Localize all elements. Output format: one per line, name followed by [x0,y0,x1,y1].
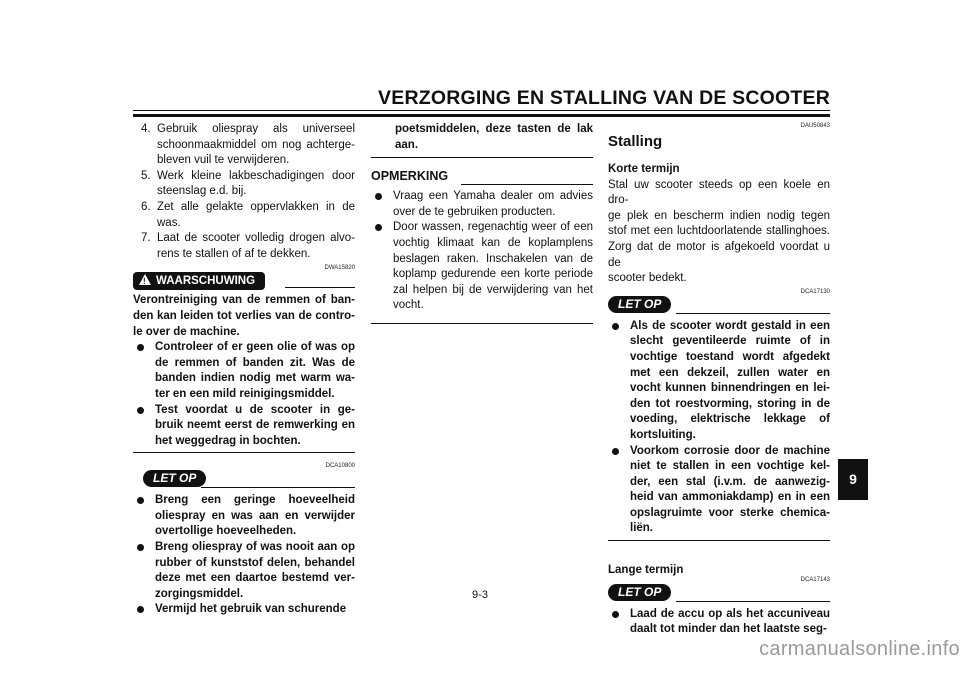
step-6: 6. Zet alle gelakte oppervlakken in de w… [141,200,355,229]
note-header: OPMERKING [371,169,593,187]
warning-header: WAARSCHUWING [133,272,355,291]
bullet-icon [137,497,144,505]
caution-bullet-2: Breng oliespray of was nooit aan op rubb… [133,540,355,602]
long-term-bullet-1: Laad de accu op als het accuniveau daalt… [608,607,830,638]
page-title: VERZORGING EN STALLING VAN DE SCOOTER [378,87,830,109]
bullet-icon [612,447,619,455]
warning-code: DWA15820 [324,265,355,272]
bullet-icon [137,406,144,414]
page-number: 9-3 [472,589,488,601]
short-term-text: Stal uw scooter steeds op een koele en d… [608,178,830,285]
caution1-end-rule [608,540,830,542]
bullet-icon [137,544,144,552]
caution-continued: poetsmiddelen, deze tasten de lak aan. [395,123,593,151]
step-5: 5. Werk kleine lakbeschadigingen door st… [141,169,355,198]
note-bullet-1: Vraag een Yamaha dealer om advies over d… [371,189,593,220]
caution-bullet-3: Vermijd het gebruik van schurende [133,602,355,618]
bullet-icon [612,610,619,618]
caution-code: DCA10800 [325,463,355,470]
warning-bullet-2: Test voordat u de scooter in ge- bruik n… [133,403,355,450]
caution-header-rule [201,487,355,489]
title-rule [133,110,830,111]
warning-end-rule [133,452,355,454]
note-bullet-2: Door wassen, regenachtig weer of een voc… [371,220,593,314]
warning-header-rule [285,287,355,289]
title-rule-thick [133,114,830,117]
caution1-badge: LET OP [608,295,672,313]
warning-intro: Verontreiniging van de remmen of ban- de… [133,294,355,338]
section-code: DAU50843 [800,123,830,129]
section-title: Stalling [608,133,663,150]
caution1-header-rule [676,312,830,314]
bullet-icon [612,322,619,330]
bullet-icon [375,193,382,201]
warning-bullet-1: Controleer of er geen olie of was op de … [133,340,355,402]
long-term-caution-badge: LET OP [608,583,672,601]
caution1-header: LET OP [608,295,830,316]
caution1-bullet-2: Voorkom corrosie door de machine niet te… [608,444,830,538]
caution1-bullet-1: Als de scooter wordt gestald in een slec… [608,319,830,444]
long-term-caution-header: LET OP [608,583,830,604]
right-column: DAU50843 Stalling Korte termijn Stal uw … [608,122,830,638]
chapter-tab: 9 [838,459,868,500]
middle-column: poetsmiddelen, deze tasten de lak aan. O… [371,122,593,324]
note-end-rule [371,322,593,324]
bullet-icon [375,224,382,232]
long-term-code: DCA17143 [800,576,830,583]
note-header-rule [461,184,593,186]
caution1-code: DCA17130 [800,288,830,295]
long-term-heading: Lange termijn [608,564,684,577]
long-term-caution-rule [676,600,830,602]
note-label: OPMERKING [371,169,449,184]
step-4: 4. Gebruik oliespray als universeel scho… [141,123,355,167]
caution-badge: LET OP [143,470,207,488]
caution-bullet-1: Breng een geringe hoeveelheid oliespray … [133,493,355,540]
warning-triangle-icon [139,274,151,289]
left-column: 4. Gebruik oliespray als universeel scho… [133,122,355,618]
warning-badge: WAARSCHUWING [133,272,266,291]
watermark: carmanualsonline.info [759,638,960,660]
step-7: 7. Laat de scooter volledig drogen alvo-… [141,232,355,260]
short-term-heading: Korte termijn [608,163,680,175]
bullet-icon [137,344,144,352]
caution-end-rule [371,157,593,159]
bullet-icon [137,606,144,614]
caution-header: LET OP [133,470,355,490]
